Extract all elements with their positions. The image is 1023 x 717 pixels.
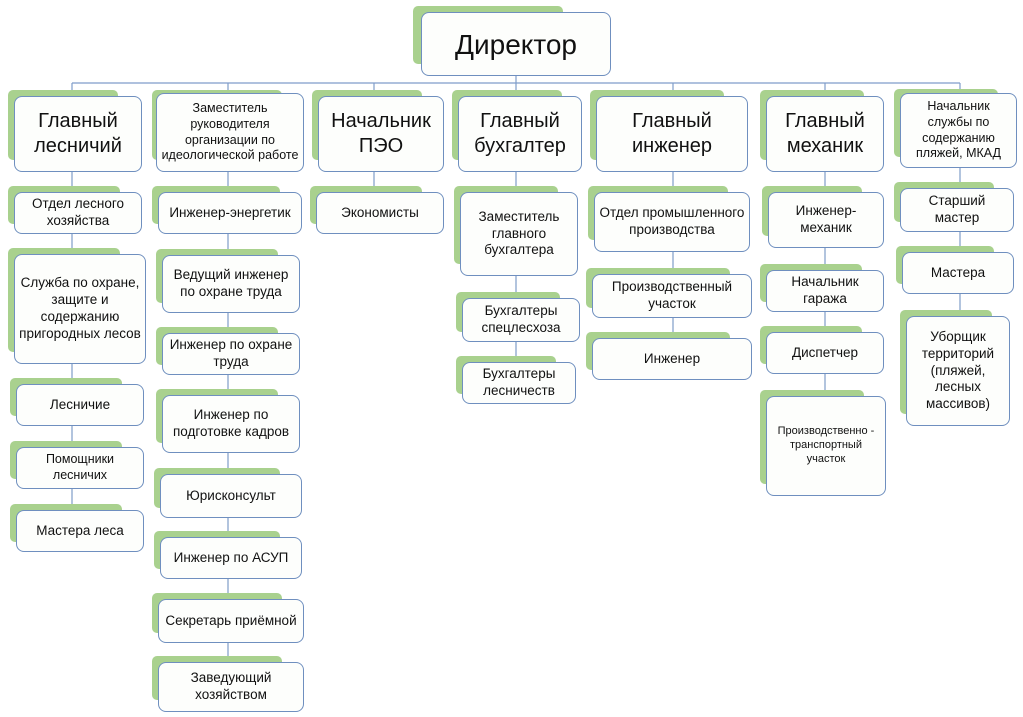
head-chief-mechanic: Главный механик <box>760 90 884 172</box>
item-mechanical-engineer: Инженер-механик <box>762 186 884 248</box>
item-forestry-dept: Отдел лесного хозяйства <box>8 186 142 234</box>
item-hr-engineer: Инженер по подготовке кадров <box>156 389 300 453</box>
item-garage-chief: Начальник гаража <box>760 264 884 312</box>
item-asup-engineer: Инженер по АСУП <box>154 531 302 579</box>
head-chief-engineer: Главный инженер <box>590 90 748 172</box>
item-forest-masters: Мастера леса <box>10 504 144 552</box>
item-industrial-dept: Отдел промышленного производства <box>588 186 750 252</box>
item-masters: Мастера <box>896 246 1014 294</box>
item-power-engineer: Инженер-энергетик <box>152 186 302 234</box>
item-transport-site: Производственно - транспортный участок <box>760 390 886 496</box>
head-beach-service: Начальник службы по содержанию пляжей, М… <box>894 89 1017 168</box>
item-lead-safety-engineer: Ведущий инженер по охране труда <box>156 249 300 313</box>
item-territory-cleaner: Уборщик территорий (пляжей, лесных масси… <box>900 310 1010 426</box>
item-legal-adviser: Юрисконсульт <box>154 468 302 518</box>
head-chief-forester: Главный лесничий <box>8 90 142 172</box>
head-deputy-ideology: Заместитель руководителя организации по … <box>152 90 304 172</box>
item-safety-engineer: Инженер по охране труда <box>156 327 300 375</box>
item-forest-protection-service: Служба по охране, защите и содержанию пр… <box>8 248 146 364</box>
item-foresters: Лесничие <box>10 378 144 426</box>
head-peo: Начальник ПЭО <box>312 90 444 172</box>
item-senior-master: Старший мастер <box>894 182 1014 232</box>
director-label: Директор <box>421 12 611 76</box>
item-production-site: Производственный участок <box>586 268 752 318</box>
item-dispatcher: Диспетчер <box>760 326 884 374</box>
head-chief-accountant: Главный бухгалтер <box>452 90 582 172</box>
item-leskhoz-accountants: Бухгалтеры спецлесхоза <box>456 292 580 342</box>
item-assistant-foresters: Помощники лесничих <box>10 441 144 489</box>
item-deputy-accountant: Заместитель главного бухгалтера <box>454 186 578 276</box>
item-economists: Экономисты <box>310 186 444 234</box>
director-node: Директор <box>413 6 611 76</box>
item-engineer: Инженер <box>586 332 752 380</box>
item-reception-secretary: Секретарь приёмной <box>152 593 304 643</box>
item-facility-manager: Заведующий хозяйством <box>152 656 304 712</box>
item-forestry-accountants: Бухгалтеры лесничеств <box>456 356 576 404</box>
